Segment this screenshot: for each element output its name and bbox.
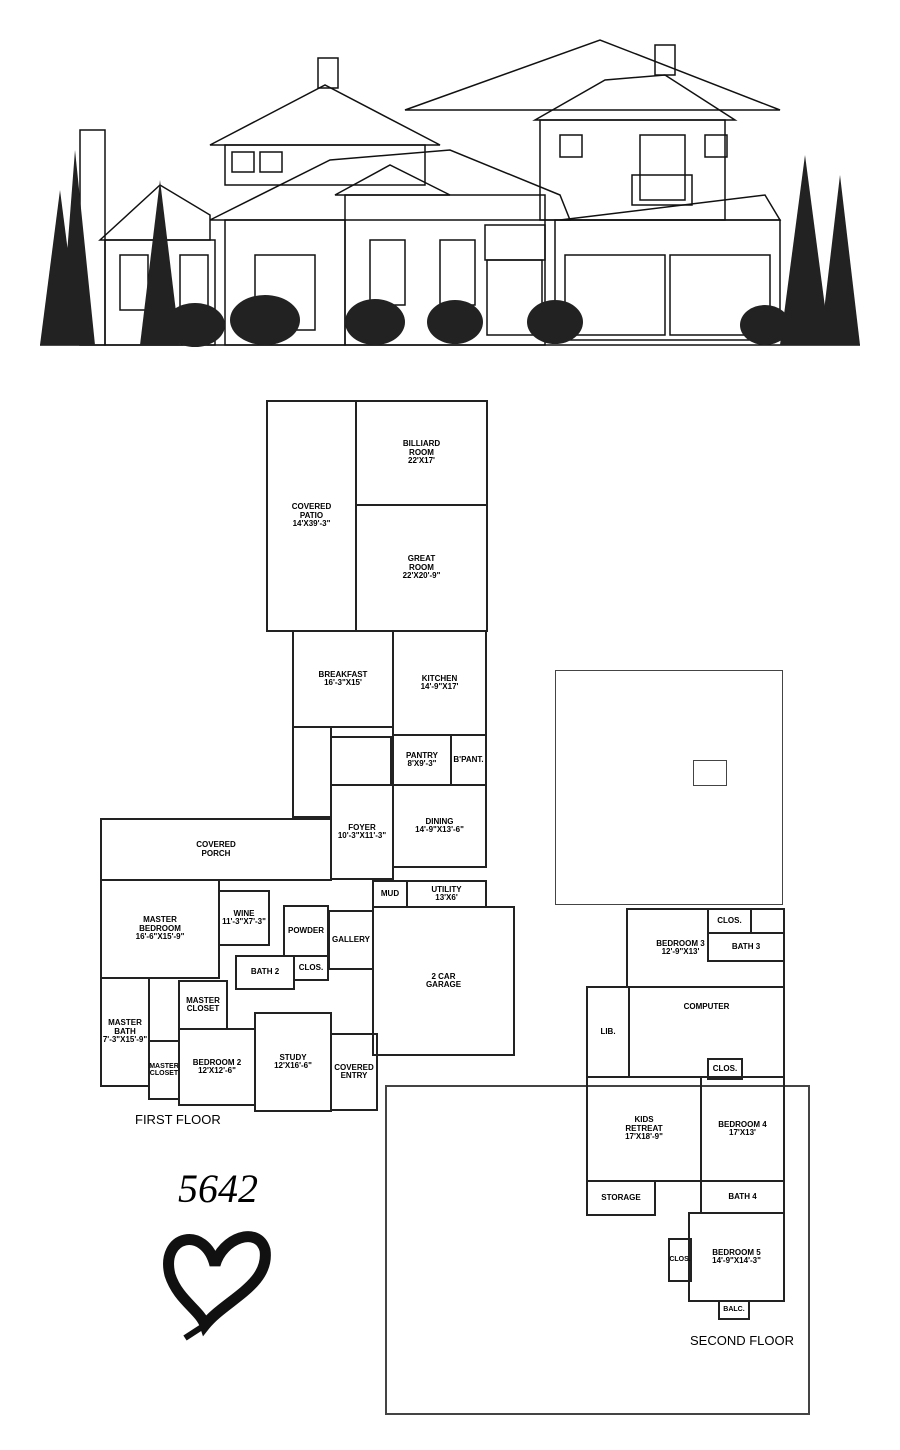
fireplace-chimney <box>693 760 727 786</box>
room-bedroom-5: BEDROOM 5 14'-9"X14'-3" <box>688 1212 785 1302</box>
room-master-bedroom: MASTER BEDROOM 16'-6"X15'-9" <box>100 879 220 979</box>
room-gallery: GALLERY <box>328 910 374 970</box>
room-foyer: FOYER 10'-3"X11'-3" <box>330 784 394 880</box>
first-floor-label: FIRST FLOOR <box>135 1112 221 1127</box>
room-mud: MUD <box>372 880 408 908</box>
room-great-room: GREAT ROOM 22'X20'-9" <box>355 504 488 632</box>
room-master-closet: MASTER CLOSET <box>178 980 228 1030</box>
room-closet-bedroom-5: CLOS. <box>668 1238 692 1282</box>
room-kids-retreat: KIDS RETREAT 17'X18'-9" <box>586 1076 702 1182</box>
room-utility: UTILITY 13'X6' <box>406 880 487 908</box>
room-closet-bedroom-4: CLOS. <box>707 1058 743 1080</box>
roof-area-second-floor <box>555 670 783 905</box>
lower-roof-outline <box>385 1085 810 1415</box>
room-master-bath: MASTER BATH 7'-3"X15'-9" <box>100 977 150 1087</box>
room-covered-patio: COVERED PATIO 14'X39'-3" <box>266 400 357 632</box>
room-wine: WINE 11'-3"X7'-3" <box>218 890 270 946</box>
room-bath-4: BATH 4 <box>700 1180 785 1214</box>
room-balcony: BALC. <box>718 1300 750 1320</box>
room-master-closet-2: MASTER CLOSET <box>148 1040 180 1100</box>
room-library: LIB. <box>586 986 630 1078</box>
room-pantry: PANTRY 8'X9'-3" <box>392 734 452 786</box>
room-storage: STORAGE <box>586 1180 656 1216</box>
second-floor-label: SECOND FLOOR <box>690 1333 795 1348</box>
room-bedroom-4: BEDROOM 4 17'X13' <box>700 1076 785 1182</box>
room-closet-bedroom-3: CLOS. <box>707 908 752 934</box>
room-bedroom-2: BEDROOM 2 12'X12'-6" <box>178 1028 256 1106</box>
tree-right <box>780 155 830 345</box>
room-bath-3: BATH 3 <box>707 932 785 962</box>
front-elevation-drawing <box>40 39 860 347</box>
room-study: STUDY 12'X16'-6" <box>254 1012 332 1112</box>
room-kitchen: KITCHEN 14'-9"X17' <box>392 630 487 736</box>
room-dining: DINING 14'-9"X13'-6" <box>392 784 487 868</box>
stairs <box>330 736 392 786</box>
hall <box>292 726 332 818</box>
room-butler-pantry: B'PANT. <box>450 734 487 786</box>
room-covered-entry: COVERED ENTRY <box>330 1033 378 1111</box>
roof-left-upper <box>209 84 441 146</box>
room-garage: 2 CAR GARAGE <box>372 906 515 1056</box>
room-closet-bath-2: CLOS. <box>293 955 329 981</box>
room-powder: POWDER <box>283 905 329 957</box>
room-billiard: BILLIARD ROOM 22'X17' <box>355 400 488 506</box>
room-breakfast: BREAKFAST 16'-3"X15' <box>292 630 394 728</box>
room-bath-2: BATH 2 <box>235 955 295 990</box>
room-covered-porch: COVERED PORCH <box>100 818 332 881</box>
plan-number: 5642 <box>178 1166 258 1211</box>
